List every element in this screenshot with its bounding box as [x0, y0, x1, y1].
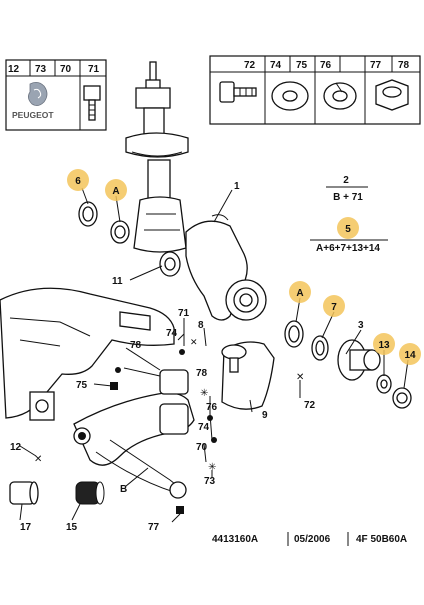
callout-8: 8: [198, 320, 204, 331]
callout-13-highlight: [373, 333, 395, 355]
cap-14-drawing: [392, 387, 412, 409]
fastener-marks: ✳ ✳ ✕ ✕ ✕: [34, 337, 304, 514]
fastener-box: 72 74 75 76 77 78: [209, 55, 421, 125]
seal-A-right-drawing: [284, 320, 304, 348]
callouts: 1 3 6 A A 7 13 14 11 71 74 8 78 75 78 76…: [10, 169, 421, 533]
footer-date: 05/2006: [294, 534, 331, 545]
callout-17: 17: [20, 522, 32, 533]
corner-label-2: 70: [60, 64, 72, 75]
svg-text:✳: ✳: [200, 388, 208, 399]
hex-nut-drawing: [375, 79, 409, 111]
flange-bolt-drawing: [219, 81, 257, 103]
callout-15: 15: [66, 522, 78, 533]
callout-77: 77: [148, 522, 160, 533]
callout-12: 12: [10, 442, 22, 453]
formula-1-top: 2: [343, 175, 349, 186]
lower-control-arm: [73, 369, 195, 499]
fastener-label-1: 74: [270, 60, 282, 71]
svg-text:✳: ✳: [208, 462, 216, 473]
corner-label-3: 71: [88, 64, 100, 75]
callout-74a: 74: [166, 328, 178, 339]
callout-7-highlight: [323, 295, 345, 317]
brand-box: 12 73 70 71 PEUGEOT: [5, 59, 107, 131]
formula-1-bottom: B + 71: [333, 192, 363, 203]
callout-1: 1: [234, 181, 240, 192]
formula-1: 2 B + 71: [326, 175, 368, 203]
callout-78b: 78: [196, 368, 208, 379]
svg-text:✕: ✕: [296, 372, 304, 383]
corner-label-1: 73: [35, 64, 47, 75]
bushing-17-drawing: [9, 481, 39, 505]
callout-75: 75: [76, 380, 88, 391]
svg-text:✕: ✕: [34, 454, 42, 465]
formula-2: 5 A+6+7+13+14: [310, 217, 388, 254]
fastener-label-4: 77: [370, 60, 382, 71]
callout-3: 3: [358, 320, 364, 331]
ball-joint-8-drawing: [221, 344, 247, 373]
footer-code: 4F 50B60A: [356, 534, 407, 545]
formula-2-bottom: A+6+7+13+14: [316, 243, 380, 254]
spring-washer-drawing: [323, 82, 357, 110]
svg-text:✕: ✕: [190, 337, 198, 347]
brand-name: PEUGEOT: [12, 110, 54, 120]
seal-7-drawing: [311, 335, 329, 361]
bearing-A-drawing: [110, 220, 130, 244]
callout-71: 71: [178, 308, 190, 319]
callout-73: 73: [204, 476, 216, 487]
callout-9: 9: [262, 410, 268, 421]
flat-washer-drawing: [271, 81, 309, 111]
callout-72: 72: [304, 400, 316, 411]
callout-13: 13: [378, 340, 390, 351]
fastener-label-2: 75: [296, 60, 308, 71]
callout-A1-highlight: [105, 179, 127, 201]
fastener-label-5: 78: [398, 60, 410, 71]
callout-A1: A: [112, 186, 119, 197]
ring-13-drawing: [376, 374, 392, 394]
bolt-71-drawing: [83, 85, 101, 121]
callout-76: 76: [206, 402, 218, 413]
steering-knuckle: [185, 214, 267, 321]
callout-74b: 74: [198, 422, 210, 433]
fastener-label-3: 76: [320, 60, 332, 71]
corner-label-0: 12: [8, 64, 20, 75]
callout-70: 70: [196, 442, 208, 453]
callout-B: B: [120, 484, 127, 495]
callout-A2-highlight: [289, 281, 311, 303]
bump-stop-11-drawing: [159, 251, 181, 277]
seal-6-drawing: [78, 201, 98, 227]
callout-7: 7: [331, 302, 337, 313]
callout-6: 6: [75, 176, 81, 187]
callout-11: 11: [112, 276, 123, 287]
callout-78a: 78: [130, 340, 142, 351]
footer: 4413160A 05/2006 4F 50B60A: [212, 532, 407, 546]
callout-14: 14: [404, 350, 416, 361]
callout-14-highlight: [399, 343, 421, 365]
peugeot-lion-logo: [28, 82, 48, 106]
subframe: [0, 287, 175, 421]
strut-assembly: [125, 61, 189, 253]
footer-ref: 4413160A: [212, 534, 258, 545]
bushing-15-drawing: [75, 481, 105, 505]
fastener-label-0: 72: [244, 60, 256, 71]
callout-6-highlight: [67, 169, 89, 191]
hub-3-drawing: [337, 339, 381, 381]
callout-A2: A: [296, 288, 303, 299]
formula-2-top: 5: [345, 224, 351, 235]
